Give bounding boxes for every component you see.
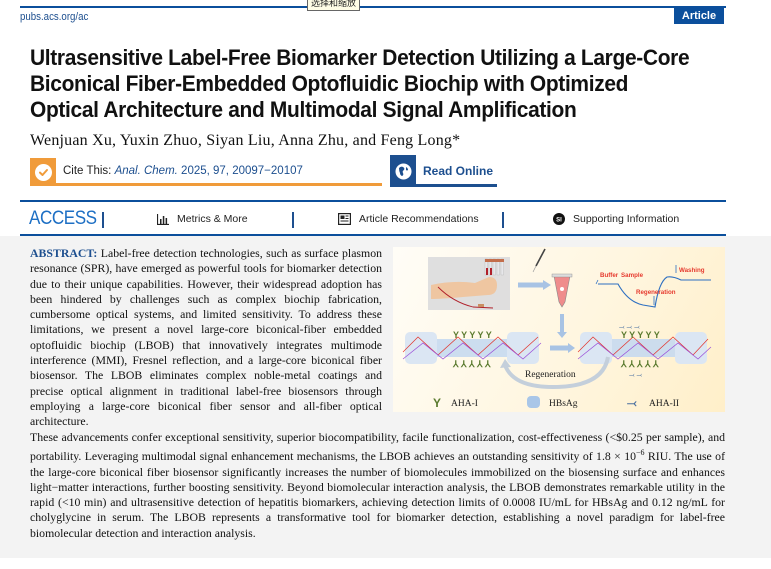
access-label: ACCESS bbox=[29, 208, 97, 229]
svg-text:Y Y Y Y Y: Y Y Y Y Y bbox=[621, 330, 660, 340]
cite-this-box[interactable]: Cite This: Anal. Chem. 2025, 97, 20097−2… bbox=[30, 158, 382, 186]
abstract-left-text: Label-free detection technologies, such … bbox=[30, 246, 382, 429]
svg-text:⅄ ⅄ ⅄ ⅄ ⅄: ⅄ ⅄ ⅄ ⅄ ⅄ bbox=[452, 359, 491, 369]
access-bar: ACCESS Metrics & More Article Recommenda… bbox=[20, 200, 726, 236]
legend-aha-i: AHA-I bbox=[451, 399, 478, 409]
si-icon: SI bbox=[553, 213, 565, 225]
read-online-icon-container bbox=[390, 155, 416, 187]
svg-text:SI: SI bbox=[556, 217, 562, 223]
journal-url-link[interactable]: pubs.acs.org/ac bbox=[20, 11, 89, 23]
title-line: Ultrasensitive Label-Free Biomarker Dete… bbox=[30, 45, 690, 70]
citation-text: Cite This: Anal. Chem. 2025, 97, 20097−2… bbox=[63, 165, 303, 177]
read-online-button[interactable]: Read Online bbox=[390, 155, 497, 187]
citation-reference[interactable]: Anal. Chem. 2025, 97, 20097−20107 bbox=[115, 165, 303, 177]
sensorgram-plot: Buffer Sample Washing Regeneration bbox=[595, 265, 711, 308]
svg-text:⤙ ⤙: ⤙ ⤙ bbox=[629, 372, 643, 379]
abstract-text-left: ABSTRACT: Label-free detection technolog… bbox=[30, 246, 382, 430]
abstract-text-part-1: These advancements confer exceptional se… bbox=[30, 430, 725, 464]
abstract-exponent: −6 bbox=[636, 448, 645, 458]
biconical-fiber-left: Y Y Y Y Y ⅄ ⅄ ⅄ ⅄ ⅄ bbox=[402, 330, 542, 369]
article-title: Ultrasensitive Label-Free Biomarker Dete… bbox=[30, 45, 690, 123]
author-list[interactable]: Wenjuan Xu, Yuxin Zhuo, Siyan Liu, Anna … bbox=[30, 132, 461, 149]
hbsag-icon bbox=[527, 396, 540, 408]
toc-graphic[interactable]: Buffer Sample Washing Regeneration Y Y Y… bbox=[393, 247, 725, 412]
header-rule bbox=[20, 6, 726, 8]
tab-divider bbox=[502, 212, 504, 228]
citation-details: 2025, 97, 20097−20107 bbox=[181, 165, 303, 177]
title-line: Biconical Fiber-Embedded Optofluidic Bio… bbox=[30, 71, 629, 96]
checkmark-icon bbox=[34, 163, 52, 181]
select-zoom-tooltip: 选择和缩放 bbox=[307, 0, 361, 11]
sensorgram-label-sample: Sample bbox=[621, 272, 644, 279]
svg-text:Y Y Y Y Y: Y Y Y Y Y bbox=[453, 330, 492, 340]
title-line: Optical Architecture and Multimodal Sign… bbox=[30, 97, 577, 122]
abstract-label: ABSTRACT: bbox=[30, 246, 98, 260]
regeneration-cycle-label: Regeneration bbox=[525, 370, 576, 380]
read-online-label: Read Online bbox=[423, 164, 494, 178]
sensorgram-label-buffer: Buffer bbox=[600, 272, 619, 279]
legend-hbsag: HBsAg bbox=[549, 399, 578, 409]
document-icon bbox=[338, 213, 351, 225]
citation-journal: Anal. Chem. bbox=[114, 165, 178, 177]
sensorgram-label-washing: Washing bbox=[679, 267, 705, 274]
tab-supporting-information[interactable]: SI Supporting Information bbox=[553, 213, 679, 225]
abstract-text-part-2: RIU. The use of the large-core biconical… bbox=[30, 449, 725, 540]
cite-label: Cite This: bbox=[63, 165, 112, 177]
svg-text:⅄ ⅄ ⅄ ⅄ ⅄: ⅄ ⅄ ⅄ ⅄ ⅄ bbox=[620, 359, 659, 369]
legend-aha-ii: AHA-II bbox=[649, 399, 679, 409]
tab-label: Article Recommendations bbox=[359, 213, 479, 225]
aha-i-icon: Y bbox=[433, 396, 441, 410]
toc-illustration: Buffer Sample Washing Regeneration Y Y Y… bbox=[402, 248, 712, 410]
sensorgram-label-regeneration: Regeneration bbox=[636, 289, 676, 296]
blood-draw-illustration bbox=[428, 257, 510, 310]
article-type-badge: Article bbox=[674, 8, 724, 24]
tab-label: Metrics & More bbox=[177, 213, 248, 225]
biconical-fiber-right: Y Y Y Y Y ⅄ ⅄ ⅄ ⅄ ⅄ ⤙ ⤙ ⤙ ⤙ ⤙ bbox=[577, 324, 712, 379]
access-divider bbox=[102, 212, 104, 228]
globe-icon bbox=[395, 163, 411, 179]
bar-chart-icon bbox=[157, 213, 169, 225]
cite-icon-container bbox=[30, 158, 56, 186]
tab-label: Supporting Information bbox=[573, 213, 680, 225]
abstract-text-full-width: These advancements confer exceptional se… bbox=[30, 430, 725, 541]
svg-text:⤙ ⤙ ⤙: ⤙ ⤙ ⤙ bbox=[619, 324, 640, 331]
tab-article-recommendations[interactable]: Article Recommendations bbox=[338, 213, 479, 225]
regeneration-arrow bbox=[503, 356, 610, 390]
tab-metrics-more[interactable]: Metrics & More bbox=[157, 213, 248, 225]
tab-divider bbox=[292, 212, 294, 228]
sample-tube-icon bbox=[532, 248, 573, 308]
toc-legend: Y AHA-I HBsAg ⤙ AHA-II bbox=[433, 396, 679, 410]
aha-ii-icon: ⤙ bbox=[627, 396, 637, 410]
